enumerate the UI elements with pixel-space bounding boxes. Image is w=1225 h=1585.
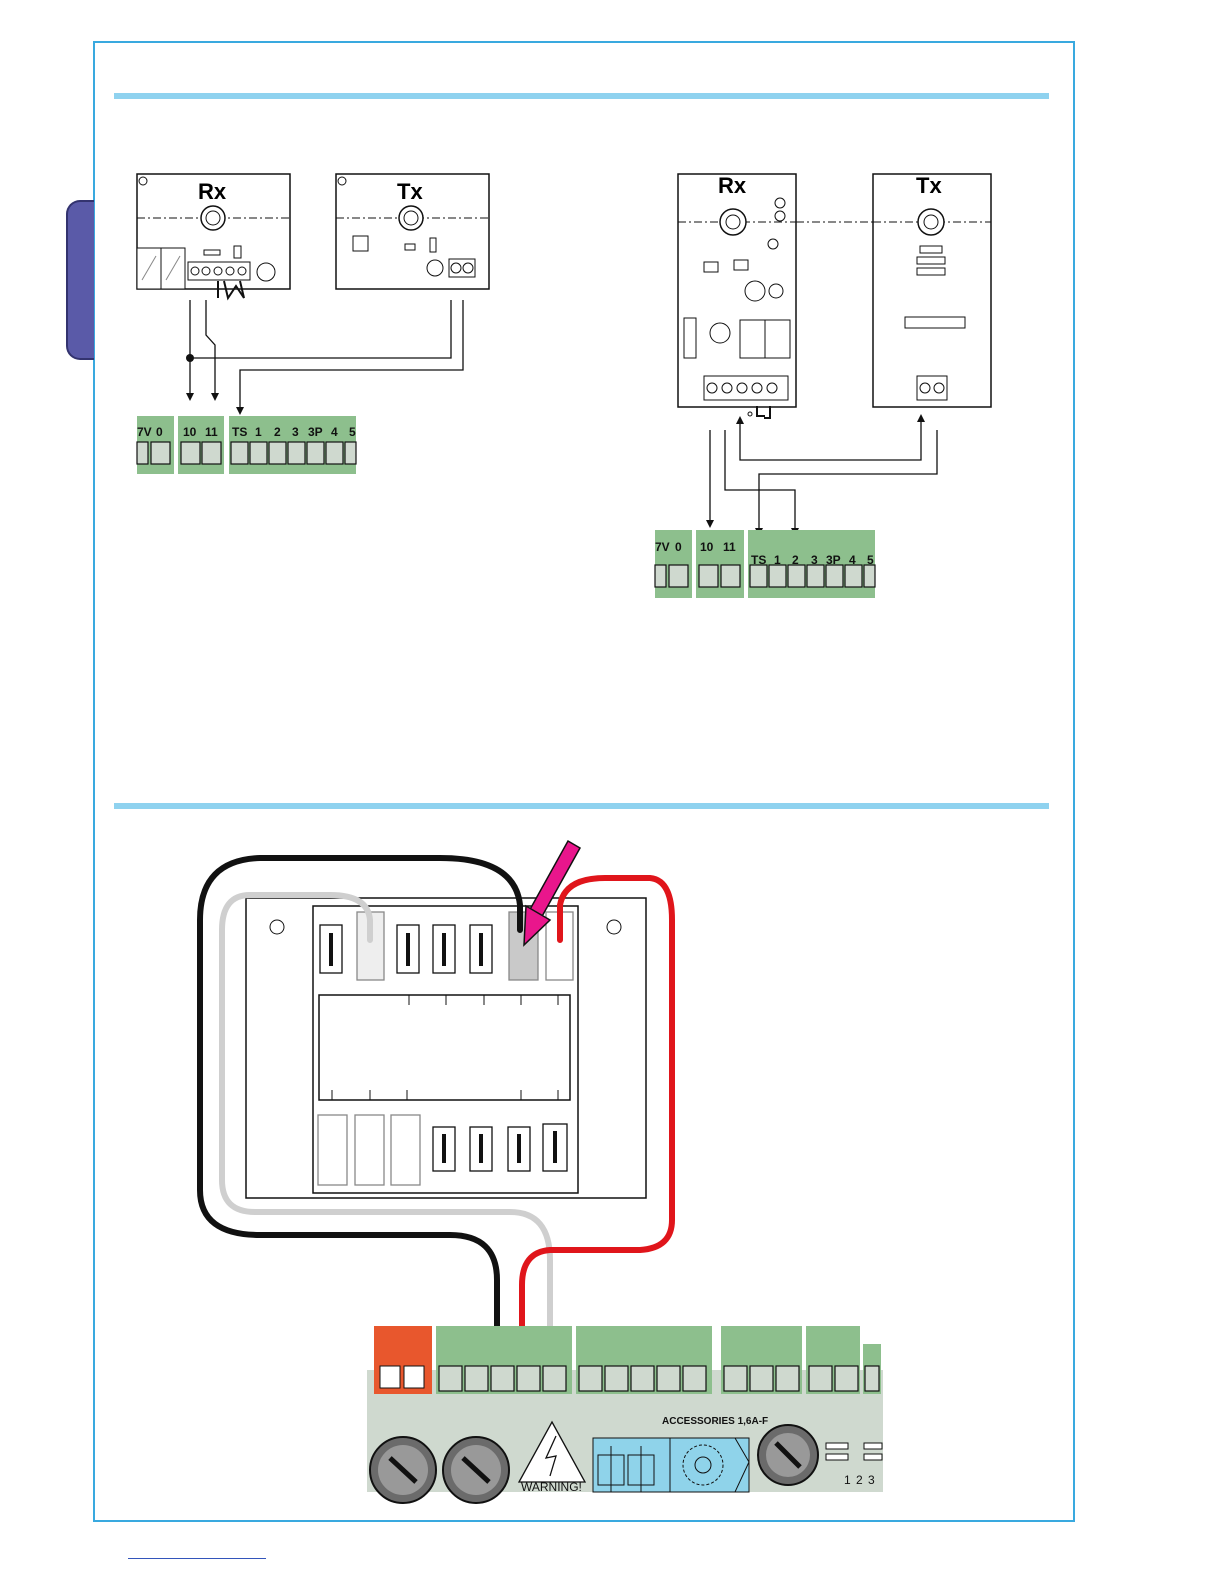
- terminal-label: 5: [867, 553, 874, 567]
- terminal-label: 3: [811, 553, 818, 567]
- accessories-fuse: [758, 1425, 818, 1485]
- terminal-label: 7V: [137, 425, 152, 439]
- wires-b: [710, 420, 937, 530]
- fuse: [370, 1437, 436, 1503]
- warning-label: WARNING!: [521, 1480, 582, 1494]
- wires-a: [190, 300, 463, 408]
- terminal-label: 2: [792, 553, 799, 567]
- diagram-a: Rx Tx: [137, 174, 489, 474]
- accessories-label: ACCESSORIES 1,6A-F: [662, 1416, 768, 1427]
- diagram-b: Rx Tx: [655, 173, 991, 598]
- terminal-label: 10: [183, 425, 197, 439]
- tx-board-a: Tx: [336, 174, 489, 289]
- terminal-label: 1: [774, 553, 781, 567]
- terminal-label: 0: [675, 540, 682, 554]
- terminal-label: 11: [205, 425, 218, 439]
- dip-label: 1: [844, 1473, 851, 1487]
- fuse: [443, 1437, 509, 1503]
- diagram-c: WARNING! ACCESSORIES 1,6A-F: [200, 841, 883, 1503]
- device-plate: [246, 898, 646, 1198]
- tx-label-a: Tx: [397, 179, 423, 204]
- terminal-block-b: 7V 0 10 11 TS 1 2 3 3P 4 5: [655, 530, 875, 598]
- terminal-label: TS: [751, 553, 766, 567]
- rx-label-b: Rx: [718, 173, 747, 198]
- tx-label-b: Tx: [916, 173, 942, 198]
- rx-board-b: Rx: [678, 173, 796, 418]
- terminal-label: 11: [723, 540, 736, 554]
- terminal-label: 5: [349, 425, 356, 439]
- terminal-label: TS: [232, 425, 247, 439]
- terminal-label: 2: [274, 425, 281, 439]
- terminal-label: 4: [331, 425, 338, 439]
- control-board: WARNING! ACCESSORIES 1,6A-F: [367, 1326, 883, 1503]
- terminal-label: 0: [156, 425, 163, 439]
- footer-underline: [128, 1558, 266, 1559]
- terminal-block-a: 7V 0 10 11 TS 1 2 3 3P 4 5: [137, 416, 356, 474]
- relay-block: [593, 1438, 749, 1492]
- dip-label: 3: [868, 1473, 875, 1487]
- rx-label-a: Rx: [198, 179, 227, 204]
- terminal-label: 3P: [308, 425, 323, 439]
- dip-label: 2: [856, 1473, 863, 1487]
- rx-board-a: Rx: [137, 174, 290, 298]
- terminal-label: 10: [700, 540, 714, 554]
- tx-board-b: Tx: [873, 173, 991, 407]
- terminal-label: 3: [292, 425, 299, 439]
- terminal-label: 7V: [655, 540, 670, 554]
- terminal-label: 4: [849, 553, 856, 567]
- terminal-label: 3P: [826, 553, 841, 567]
- terminal-label: 1: [255, 425, 262, 439]
